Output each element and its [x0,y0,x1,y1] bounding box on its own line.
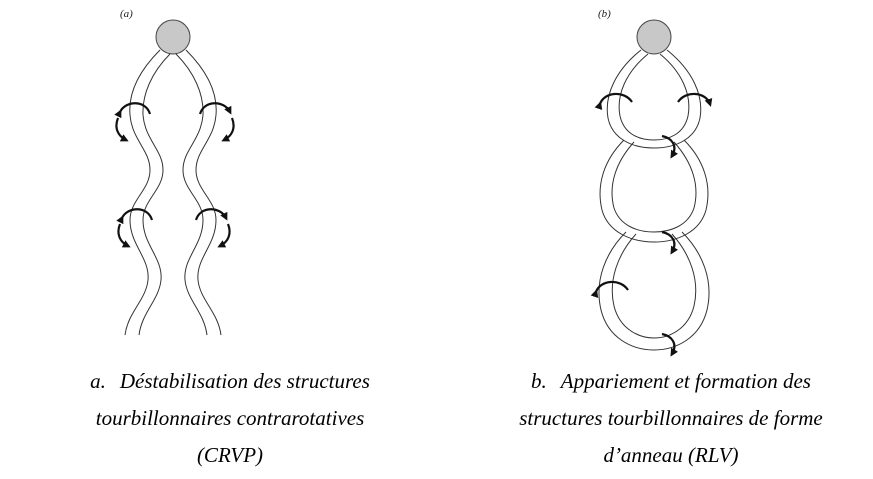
right-vortex-tube [176,50,221,335]
crvp-diagram: (a) [0,0,436,360]
panel-b: (b) b. Appariement et formation des struc… [436,0,873,479]
rotation-arrow-icon [116,118,126,140]
panel-a-tag: (a) [120,8,133,20]
rotation-arrow-icon [120,103,150,114]
caption-b-line-1: Appariement et formation des [561,369,811,393]
caption-b-line-3: d’anneau (RLV) [466,437,873,474]
rotation-arrow-icon [220,224,230,246]
caption-a-line-2: tourbillonnaires contrarotatives [40,400,420,437]
caption-b: b. Appariement et formation des structure… [466,363,873,474]
caption-a-line-3: (CRVP) [40,437,420,474]
jet-source-circle [156,20,190,54]
caption-b-line-2: structures tourbillonnaires de forme [466,400,873,437]
rotation-arrow-icon [600,94,632,104]
rotation-arrow-icon [224,118,234,140]
caption-a-marker: a. [90,363,106,400]
rotation-arrow-icon [196,209,226,220]
rotation-arrow-icon [678,94,710,104]
left-vortex-tube [125,50,170,335]
caption-b-marker: b. [531,363,547,400]
rotation-arrow-icon [118,224,128,246]
rlv-diagram: (b) [436,0,873,360]
jet-source-circle [637,20,671,54]
caption-a-line-1: Déstabilisation des structures [120,369,370,393]
rotation-arrow-icon [122,209,152,220]
rotation-arrow-icon [200,103,230,114]
caption-a: a. Déstabilisation des structures tourbil… [40,363,420,474]
panel-a: (a) a. Déstabilisation des structures tou… [0,0,436,479]
panel-b-tag: (b) [598,8,611,20]
